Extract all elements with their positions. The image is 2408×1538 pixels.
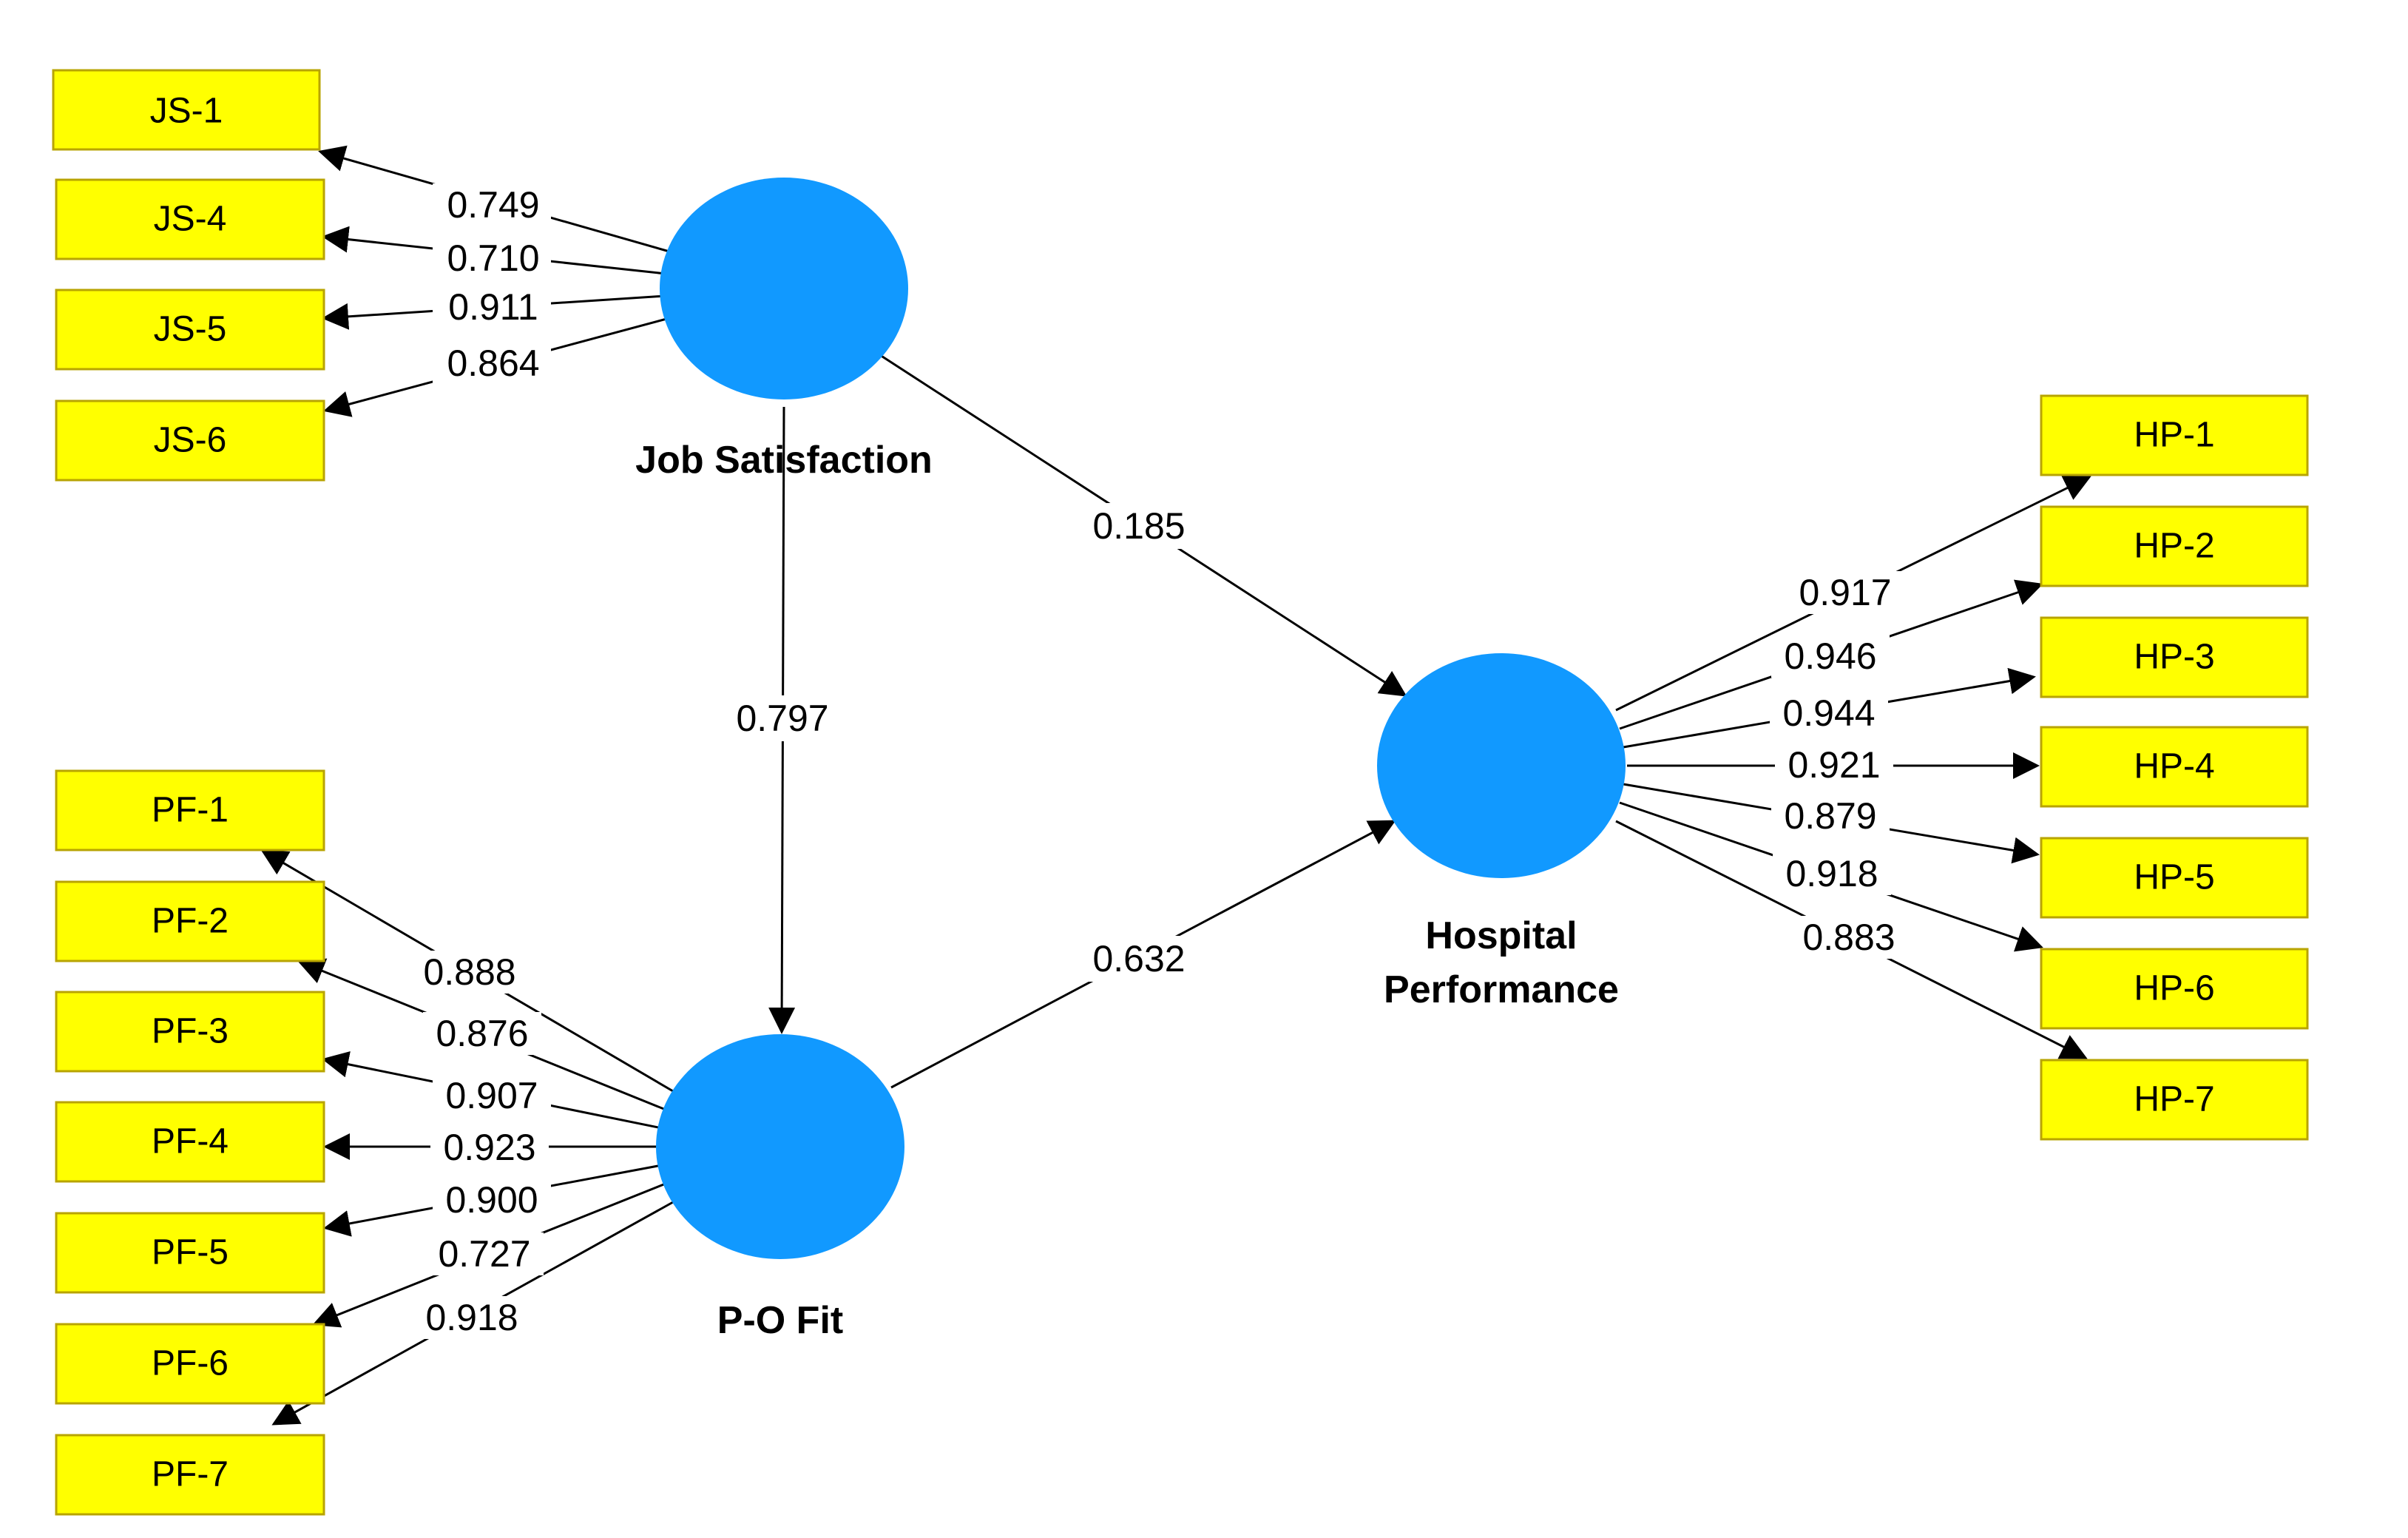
loading-label-js-4: 0.710 <box>433 237 551 280</box>
indicator-hp-4: HP-4 <box>2040 726 2309 808</box>
svg-text:JS-6: JS-6 <box>154 421 227 460</box>
svg-text:PF-1: PF-1 <box>152 791 229 830</box>
svg-text:0.888: 0.888 <box>423 951 515 993</box>
svg-text:0.911: 0.911 <box>448 286 538 328</box>
svg-text:HP-5: HP-5 <box>2134 858 2214 897</box>
loading-label-pf-7: 0.918 <box>413 1296 531 1339</box>
indicator-pf-7: PF-7 <box>55 1434 325 1516</box>
svg-text:PF-4: PF-4 <box>152 1122 229 1161</box>
path-coef-js-to-pof: 0.797 <box>723 695 842 741</box>
loading-label-hp-7: 0.883 <box>1790 916 1908 959</box>
svg-text:HP-2: HP-2 <box>2134 527 2214 566</box>
svg-text:0.921: 0.921 <box>1788 744 1880 786</box>
loading-label-pf-5: 0.900 <box>433 1178 551 1221</box>
svg-text:0.797: 0.797 <box>736 698 828 739</box>
indicator-pf-4: PF-4 <box>55 1101 325 1183</box>
indicator-js-1: JS-1 <box>52 69 321 151</box>
svg-text:0.907: 0.907 <box>445 1075 538 1116</box>
indicator-js-6: JS-6 <box>55 399 325 482</box>
svg-text:0.864: 0.864 <box>447 343 539 384</box>
svg-text:0.946: 0.946 <box>1784 635 1876 677</box>
svg-text:PF-6: PF-6 <box>152 1344 229 1383</box>
indicator-js-5: JS-5 <box>55 289 325 371</box>
svg-text:0.876: 0.876 <box>436 1013 528 1054</box>
svg-text:PF-2: PF-2 <box>152 902 229 941</box>
svg-text:0.900: 0.900 <box>445 1179 538 1221</box>
loading-label-pf-1: 0.888 <box>410 951 529 994</box>
loading-label-hp-4: 0.921 <box>1775 743 1893 786</box>
svg-text:0.879: 0.879 <box>1784 795 1876 837</box>
loading-label-pf-6: 0.727 <box>425 1232 544 1275</box>
loading-label-hp-1: 0.917 <box>1786 571 1904 614</box>
loading-label-js-6: 0.864 <box>433 342 551 385</box>
construct-node-hospital-performance <box>1377 653 1626 878</box>
construct-node-po-fit <box>656 1034 904 1259</box>
svg-text:PF-3: PF-3 <box>152 1012 229 1051</box>
svg-text:PF-7: PF-7 <box>152 1455 229 1494</box>
indicator-hp-7: HP-7 <box>2040 1059 2309 1141</box>
indicator-hp-2: HP-2 <box>2040 505 2309 587</box>
indicator-pf-3: PF-3 <box>55 991 325 1073</box>
svg-text:HP-7: HP-7 <box>2134 1080 2214 1119</box>
svg-text:JS-4: JS-4 <box>154 200 227 239</box>
svg-text:PF-5: PF-5 <box>152 1233 229 1272</box>
construct-label-hospital-performance-line1: Hospital <box>1425 914 1577 957</box>
indicator-hp-5: HP-5 <box>2040 837 2309 919</box>
construct-node-job-satisfaction <box>660 178 908 399</box>
construct-label-po-fit: P-O Fit <box>717 1299 843 1342</box>
svg-text:HP-3: HP-3 <box>2134 638 2214 677</box>
indicator-hp-6: HP-6 <box>2040 948 2309 1030</box>
loading-label-hp-6: 0.918 <box>1773 852 1891 895</box>
construct-label-job-satisfaction: Job Satisfaction <box>635 439 933 482</box>
svg-text:HP-6: HP-6 <box>2134 969 2214 1008</box>
loading-label-pf-3: 0.907 <box>433 1074 551 1117</box>
svg-text:0.710: 0.710 <box>447 237 539 279</box>
loading-label-pf-2: 0.876 <box>423 1012 541 1055</box>
path-coef-pof-to-hp: 0.632 <box>1080 936 1198 982</box>
indicator-pf-5: PF-5 <box>55 1212 325 1294</box>
svg-text:HP-4: HP-4 <box>2134 747 2214 786</box>
indicator-js-4: JS-4 <box>55 178 325 260</box>
indicator-hp-3: HP-3 <box>2040 616 2309 698</box>
construct-label-hospital-performance-line2: Performance <box>1384 968 1619 1011</box>
svg-text:0.632: 0.632 <box>1092 938 1185 979</box>
svg-text:0.749: 0.749 <box>447 184 539 226</box>
svg-text:HP-1: HP-1 <box>2134 416 2214 455</box>
indicator-hp-1: HP-1 <box>2040 394 2309 476</box>
svg-text:0.944: 0.944 <box>1782 692 1875 734</box>
svg-text:0.185: 0.185 <box>1092 505 1185 547</box>
indicator-pf-2: PF-2 <box>55 880 325 962</box>
loading-label-js-1: 0.749 <box>433 183 551 226</box>
svg-text:0.918: 0.918 <box>425 1297 518 1338</box>
indicator-pf-6: PF-6 <box>55 1323 325 1405</box>
indicator-pf-1: PF-1 <box>55 769 325 851</box>
svg-text:0.883: 0.883 <box>1802 917 1895 958</box>
svg-text:0.923: 0.923 <box>443 1127 535 1168</box>
loading-label-hp-3: 0.944 <box>1770 692 1888 735</box>
loading-label-pf-4: 0.923 <box>430 1126 549 1169</box>
svg-text:0.918: 0.918 <box>1785 853 1878 894</box>
loading-label-hp-2: 0.946 <box>1771 635 1890 678</box>
svg-text:0.917: 0.917 <box>1799 572 1891 613</box>
svg-text:JS-5: JS-5 <box>154 310 227 349</box>
loading-label-js-5: 0.911 <box>433 286 551 328</box>
svg-text:JS-1: JS-1 <box>150 92 223 131</box>
loading-label-hp-5: 0.879 <box>1771 795 1890 837</box>
path-coef-js-to-hp: 0.185 <box>1080 503 1198 549</box>
svg-text:0.727: 0.727 <box>438 1233 530 1275</box>
